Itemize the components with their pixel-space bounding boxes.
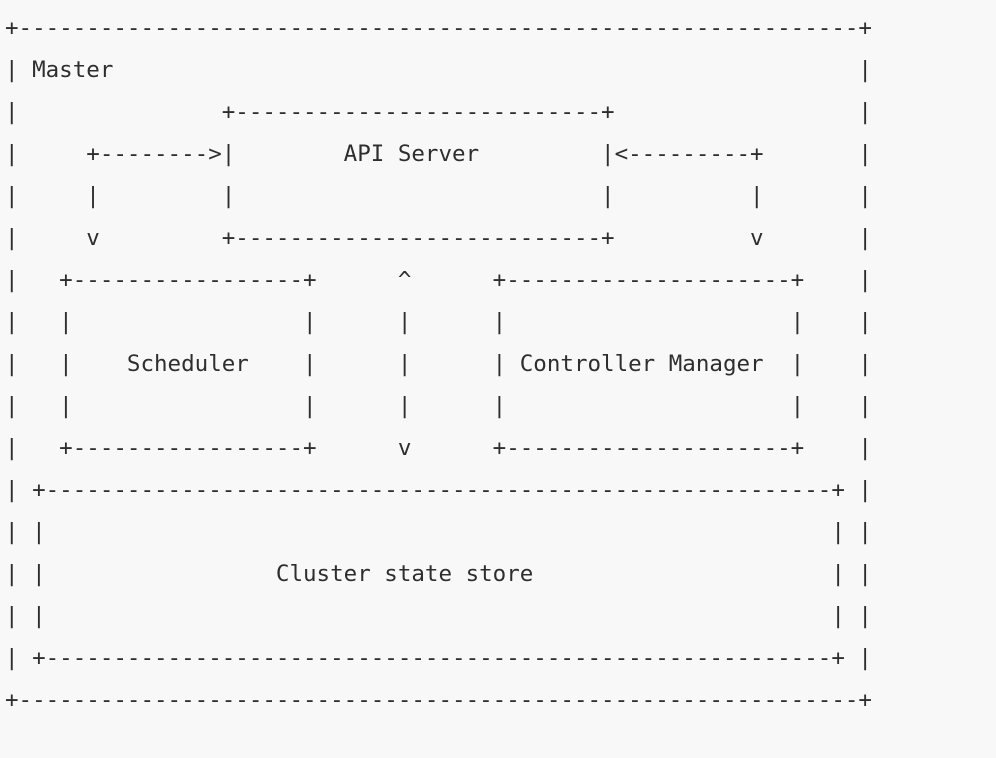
ascii-architecture-diagram: +---------------------------------------… <box>5 15 872 713</box>
